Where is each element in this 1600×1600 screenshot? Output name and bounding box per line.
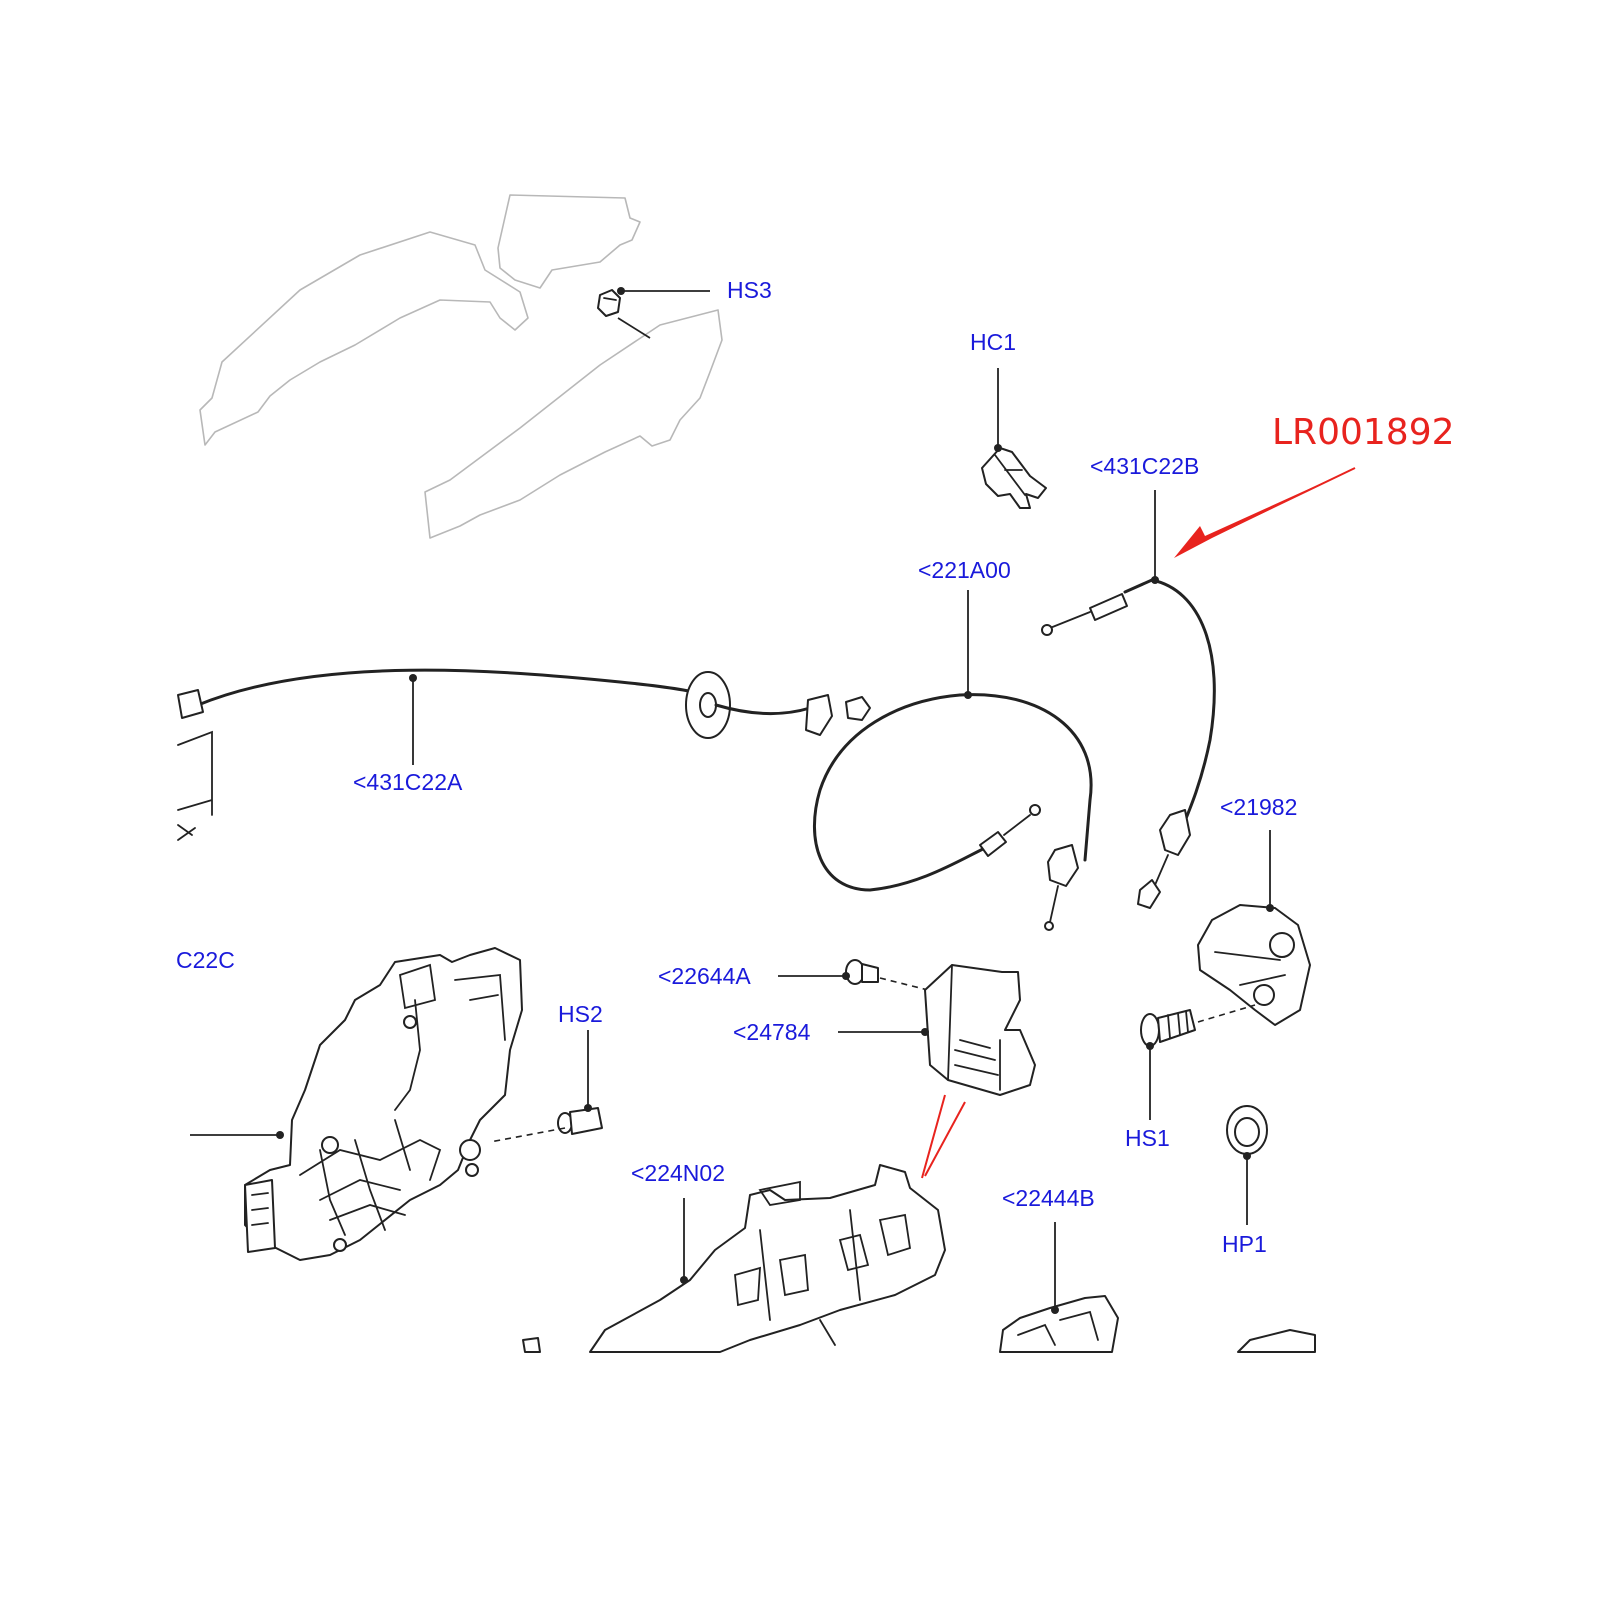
cable-221a00[interactable] xyxy=(812,693,1093,931)
screw-22644a[interactable] xyxy=(845,959,879,985)
bracket-indicator-lines xyxy=(921,1094,966,1179)
label-hs1: HS1 xyxy=(1125,1125,1170,1151)
hs2-screw[interactable] xyxy=(557,1107,603,1135)
label-431c22a: <431C22A xyxy=(353,769,463,795)
label-22444b: <22444B xyxy=(1002,1185,1095,1211)
label-431c22b: <431C22B xyxy=(1090,453,1199,479)
handle-frame-224n02[interactable] xyxy=(522,1164,946,1353)
label-24784: <24784 xyxy=(733,1019,811,1045)
striker-21982[interactable] xyxy=(1197,904,1311,1026)
label-22644a: <22644A xyxy=(658,963,751,989)
label-21982: <21982 xyxy=(1220,794,1297,820)
bottom-right-partial-part xyxy=(1237,1329,1316,1353)
left-edge-partial-part xyxy=(177,730,213,841)
door-latch[interactable] xyxy=(244,947,523,1261)
label-hp1: HP1 xyxy=(1222,1231,1267,1257)
gasket-22444b[interactable] xyxy=(999,1295,1119,1353)
hs3-screw[interactable] xyxy=(597,289,621,317)
ghost-door-handles xyxy=(199,194,723,539)
cable-431c22a[interactable] xyxy=(177,668,871,739)
bracket-24784[interactable] xyxy=(924,964,1036,1096)
hc1-clip[interactable] xyxy=(981,447,1047,509)
label-224n02: <224N02 xyxy=(631,1160,725,1186)
label-hc1: HC1 xyxy=(970,329,1016,355)
hs1-screw[interactable] xyxy=(1140,1009,1196,1047)
cable-431c22b[interactable] xyxy=(1041,578,1216,909)
hp1-plug[interactable] xyxy=(1226,1105,1268,1155)
label-22c: C22C xyxy=(176,947,235,973)
label-hs2: HS2 xyxy=(558,1001,603,1027)
label-221a00: <221A00 xyxy=(918,557,1011,583)
highlight-part-number: LR001892 xyxy=(1272,412,1455,453)
label-hs3: HS3 xyxy=(727,277,772,303)
